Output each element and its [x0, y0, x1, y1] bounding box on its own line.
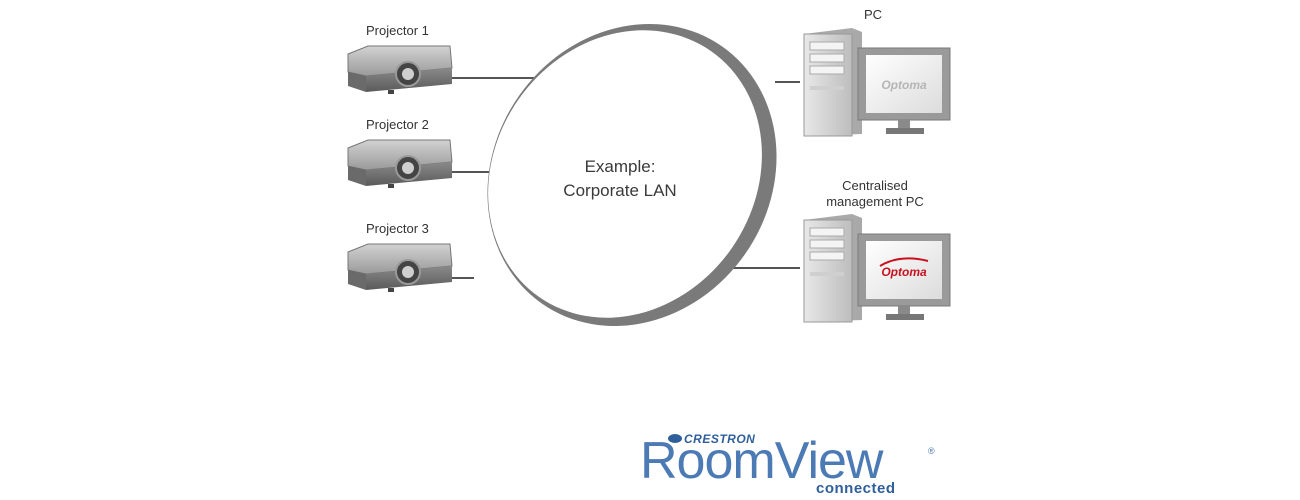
- crestron-roomview-logo: CRESTRON RoomView ® connected: [640, 432, 940, 498]
- connected-tagline: connected: [816, 480, 896, 497]
- management-pc-icon: Optoma: [803, 214, 951, 323]
- crestron-wordmark: CRESTRON: [684, 432, 756, 446]
- crestron-mark-icon: [668, 434, 682, 443]
- management-pc-label: Centralised management PC: [810, 178, 940, 210]
- lan-label: Example: Corporate LAN: [540, 155, 700, 203]
- management-pc-label-line1: Centralised: [842, 178, 908, 193]
- corporate-lan-cloud: [487, 23, 777, 327]
- projector-2-label: Projector 2: [366, 117, 429, 132]
- projector-1-icon: [347, 45, 453, 94]
- registered-mark: ®: [928, 446, 935, 456]
- projector-3-icon: [347, 243, 453, 292]
- optoma-swoosh-icon: [879, 257, 929, 267]
- roomview-wordmark: RoomView: [640, 432, 883, 490]
- projector-3-label: Projector 3: [366, 221, 429, 236]
- screen-logo-text: Optoma: [881, 265, 927, 279]
- pc-workstation-icon: Optoma: [803, 28, 951, 137]
- management-pc-label-line2: management PC: [826, 194, 924, 209]
- screen-logo-text: Optoma: [881, 78, 927, 92]
- lan-label-line1: Example:: [584, 157, 656, 176]
- projector-1-label: Projector 1: [366, 23, 429, 38]
- pc-label: PC: [864, 7, 883, 22]
- lan-label-line2: Corporate LAN: [563, 181, 677, 200]
- projector-2-icon: [347, 139, 453, 188]
